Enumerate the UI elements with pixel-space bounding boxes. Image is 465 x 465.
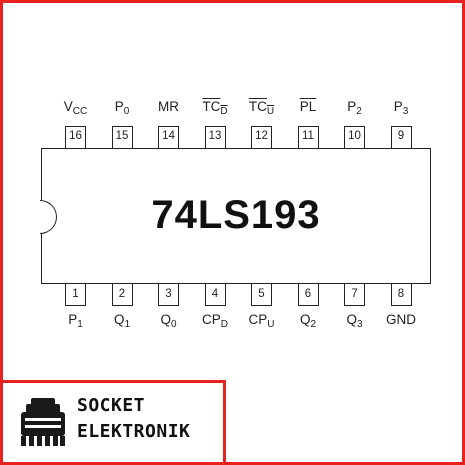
pin-label-subscript: 1 <box>77 319 83 330</box>
pin-14: 14 <box>158 126 179 148</box>
pin-label-subscript: D <box>220 319 228 330</box>
pin-label-subscript: 3 <box>402 106 409 117</box>
pin-label-6: Q2 <box>284 312 332 330</box>
pin-2: 2 <box>111 284 133 306</box>
pin-15: 15 <box>111 126 133 148</box>
pin-label-5: CPU <box>238 312 286 330</box>
pin-label-13: TCD <box>191 99 239 117</box>
pin-label-main: P2 <box>347 99 362 117</box>
pin-label-15: P0 <box>98 99 146 117</box>
pin-10: 10 <box>344 126 365 148</box>
pin-label-9: P3 <box>377 99 425 117</box>
pin-label-7: Q3 <box>331 312 379 330</box>
pin-label-1: P1 <box>52 312 100 330</box>
pin-label-subscript: U <box>266 106 275 117</box>
pin-label-subscript: 2 <box>356 106 362 117</box>
pin-label-main: Q2 <box>299 312 317 330</box>
pin-label-main: MR <box>158 99 179 114</box>
pin-label-2: Q1 <box>98 312 146 330</box>
pin-label-main: Q0 <box>160 312 177 330</box>
pin-8: 8 <box>390 284 412 306</box>
pin-label-main: P1 <box>68 312 83 330</box>
pin-label-main: Q3 <box>346 312 363 330</box>
pin-label-subscript: 1 <box>124 319 131 330</box>
pin-6: 6 <box>297 284 319 306</box>
brand-name-line1: SOCKET <box>77 395 146 416</box>
pin-label-main: CPD <box>202 312 228 330</box>
pin-9: 9 <box>390 126 412 148</box>
pin-label-subscript: 3 <box>356 319 363 330</box>
pin-label-subscript: 0 <box>170 319 177 330</box>
ic-package-body: 74LS193 <box>40 148 431 284</box>
pin-13: 13 <box>204 126 226 148</box>
pin-label-main: PL <box>299 99 317 114</box>
pin-label-12: TCU <box>238 99 286 117</box>
pin-label-14: MR <box>145 99 193 114</box>
pin-label-subscript: 0 <box>123 106 130 117</box>
pin-label-subscript: U <box>267 319 275 330</box>
pin-3: 3 <box>158 284 179 306</box>
pin-5: 5 <box>251 284 272 306</box>
pin-label-subscript: D <box>220 106 228 117</box>
pin-label-11: PL <box>284 99 332 114</box>
pin-label-10: P2 <box>331 99 379 117</box>
pin-7: 7 <box>344 284 365 306</box>
pin-label-main: Q1 <box>113 312 131 330</box>
pin-16: 16 <box>65 126 86 148</box>
pin-label-main: P0 <box>114 99 130 117</box>
pin-label-main: VCC <box>63 99 88 117</box>
pin-label-main: TCD <box>202 99 228 117</box>
pin-label-4: CPD <box>191 312 239 330</box>
pin-label-subscript: 2 <box>310 319 317 330</box>
pin-4: 4 <box>204 284 226 306</box>
pin-label-3: Q0 <box>145 312 193 330</box>
pin-label-8: GND <box>377 312 425 327</box>
pin-11: 11 <box>297 126 319 148</box>
brand-name-line2: ELEKTRONIK <box>77 421 191 442</box>
pin-1: 1 <box>65 284 86 306</box>
chip-part-number: 74LS193 <box>151 193 321 237</box>
pin-label-16: VCC <box>52 99 100 117</box>
brand-logo-box: SOCKET ELEKTRONIK <box>0 380 226 465</box>
pin-label-main: TCU <box>248 99 275 117</box>
pin-label-main: P3 <box>393 99 409 117</box>
ic-chip-logo-icon <box>21 398 65 446</box>
pin-label-subscript: CC <box>72 106 88 117</box>
pin-label-main: CPU <box>248 312 275 330</box>
pin-label-main: GND <box>386 312 416 327</box>
pin-12: 12 <box>251 126 272 148</box>
